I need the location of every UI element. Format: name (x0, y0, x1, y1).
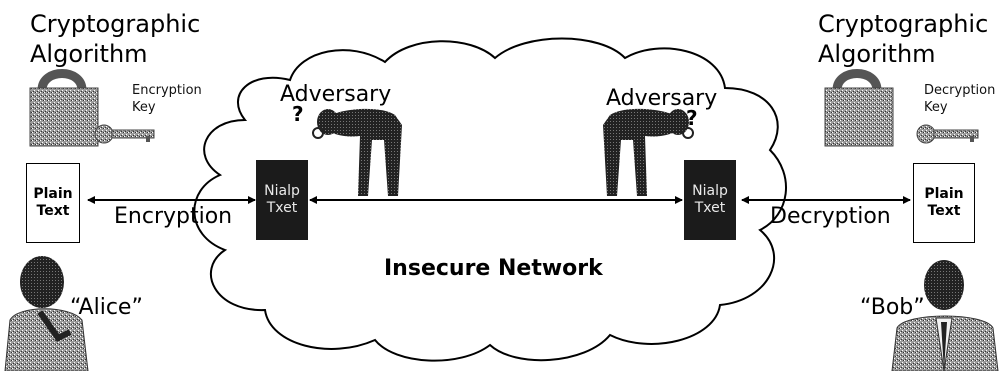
padlock-icon-left (29, 69, 99, 147)
left-key-label-line1: Encryption (132, 83, 202, 98)
right-ciphertext-box: Nialp Txet (684, 160, 736, 240)
person-alice-icon (4, 256, 89, 371)
insecure-network-label: Insecure Network (384, 256, 603, 281)
key-icon-right (916, 124, 979, 144)
person-bob-icon (891, 260, 999, 371)
bob-label: “Bob” (860, 295, 925, 320)
right-plain-text-box: Plain Text (913, 163, 975, 243)
left-algorithm-title-line1: Cryptographic (30, 10, 201, 38)
key-icon-left (94, 124, 155, 144)
right-adversary-label: Adversary (606, 86, 718, 111)
right-algorithm-title-line1: Cryptographic (818, 10, 989, 38)
right-cipher-line2: Txet (694, 200, 726, 216)
left-adversary-label: Adversary (280, 82, 392, 107)
alice-label: “Alice” (70, 295, 143, 320)
left-cipher-line1: Nialp (264, 182, 300, 199)
left-algorithm-title-line2: Algorithm (30, 40, 148, 68)
right-key-label-line2: Key (924, 100, 948, 115)
left-ciphertext-box: Nialp Txet (256, 160, 308, 240)
padlock-icon-right (824, 69, 894, 147)
decryption-label: Decryption (770, 204, 891, 229)
right-key-label-line1: Decryption (924, 83, 996, 98)
right-algorithm-title-line2: Algorithm (818, 40, 936, 68)
right-cipher-line1: Nialp (692, 182, 728, 199)
left-adversary-question-mark: ? (292, 102, 304, 126)
left-plain-line1: Plain (33, 185, 73, 202)
left-key-label-line2: Key (132, 100, 156, 115)
left-plain-text-box: Plain Text (26, 163, 80, 243)
left-cipher-line2: Txet (266, 200, 298, 216)
right-adversary-question-mark: ? (686, 106, 698, 130)
adversary-figure-icon-left (312, 108, 402, 196)
left-plain-line2: Text (36, 203, 70, 219)
right-plain-line2: Text (927, 203, 961, 219)
right-plain-line1: Plain (924, 185, 964, 202)
adversary-figure-icon-right (603, 108, 694, 196)
encryption-label: Encryption (114, 204, 233, 229)
